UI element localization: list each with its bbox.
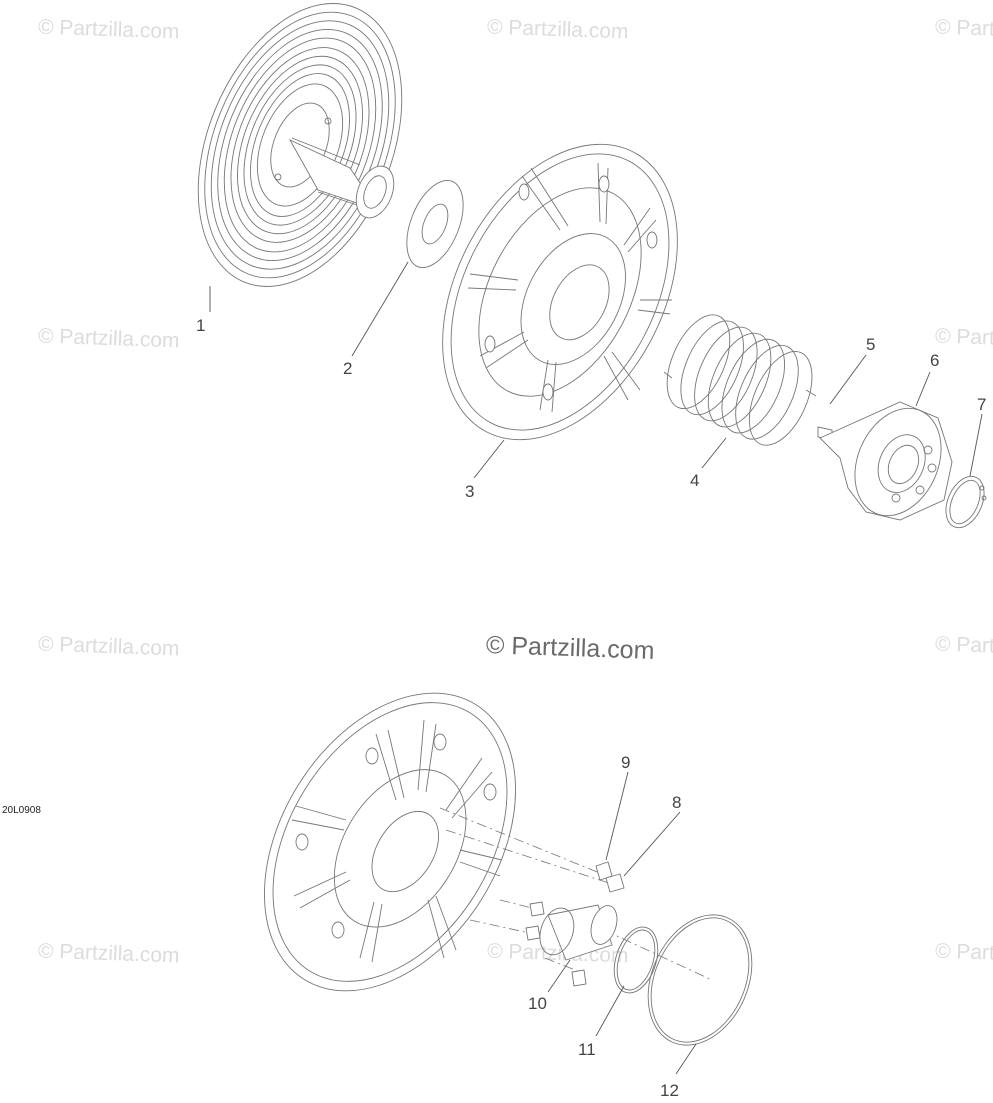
part-12-ring <box>647 914 753 1046</box>
callout-10: 10 <box>528 994 547 1013</box>
callout-1: 1 <box>196 316 205 335</box>
callout-3: 3 <box>465 482 474 501</box>
callout-12: 12 <box>660 1081 679 1100</box>
part-2-washer <box>406 179 464 269</box>
part-6-cam <box>819 401 953 521</box>
callout-6: 6 <box>930 351 939 370</box>
part-8-slider-block <box>605 873 625 893</box>
callout-4: 4 <box>690 471 699 490</box>
part-4-spring <box>663 314 817 446</box>
callout-5: 5 <box>866 335 875 354</box>
callout-8: 8 <box>672 793 681 812</box>
assembly-axes <box>439 807 713 981</box>
part-7-ring <box>945 475 987 529</box>
leader-lines <box>209 261 983 1075</box>
part-1-sheave <box>197 3 403 287</box>
diagram-code: 20L0908 <box>2 805 41 816</box>
part-10-bushing <box>539 904 618 961</box>
callout-2: 2 <box>343 359 352 378</box>
part-small-slider <box>525 901 587 987</box>
part-3-sliding-sheave <box>442 143 678 441</box>
callout-9: 9 <box>621 753 630 772</box>
callout-11: 11 <box>578 1040 596 1059</box>
callouts: 1 2 3 4 5 6 7 8 9 10 11 12 <box>196 316 986 1100</box>
part-11-snap-ring <box>613 926 659 994</box>
callout-7: 7 <box>977 395 986 414</box>
part-sheave-rear-view <box>264 692 516 992</box>
